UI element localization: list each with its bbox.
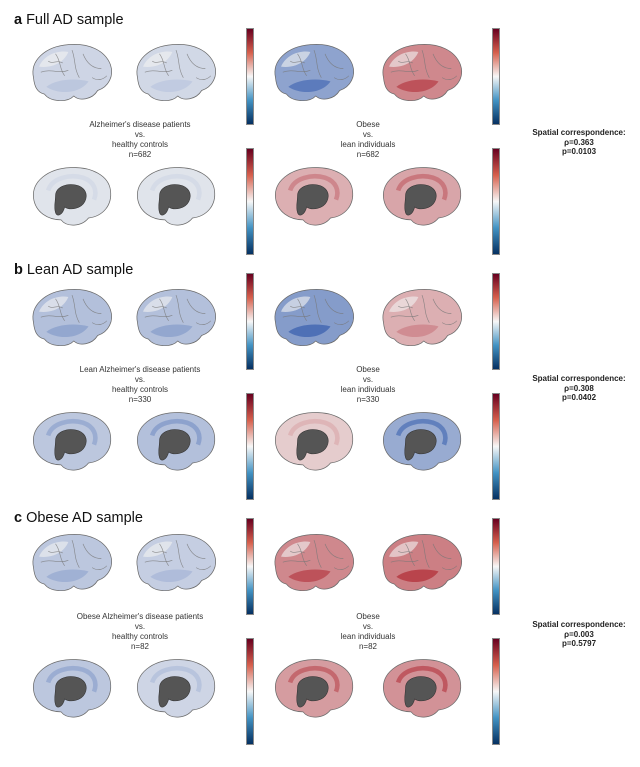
brain-right-lateral-1-a xyxy=(274,44,354,101)
colorbar-right-top-c xyxy=(492,518,500,615)
brain-right-medial-1-c xyxy=(275,659,354,718)
brain-right-medial-2-b xyxy=(383,412,462,471)
brain-left-medial-1-a xyxy=(33,167,112,226)
brain-left-lateral-1-a xyxy=(32,44,112,101)
brain-left-lateral-2-c xyxy=(136,534,216,591)
brain-right-lateral-1-b xyxy=(274,289,354,346)
colorbar-right-bottom-a xyxy=(492,148,500,255)
brain-right-medial-1-a xyxy=(275,167,354,226)
colorbar-right-top-a xyxy=(492,28,500,125)
brain-left-medial-2-b xyxy=(137,412,216,471)
brain-right-medial-2-a xyxy=(383,167,462,226)
brain-left-medial-1-c xyxy=(33,659,112,718)
colorbar-right-bottom-b xyxy=(492,393,500,500)
brain-right-lateral-2-a xyxy=(382,44,462,101)
brain-left-lateral-1-c xyxy=(32,534,112,591)
brain-left-medial-1-b xyxy=(33,412,112,471)
brain-right-lateral-2-b xyxy=(382,289,462,346)
brain-right-lateral-1-c xyxy=(274,534,354,591)
brain-left-medial-2-a xyxy=(137,167,216,226)
colorbar-left-bottom-a xyxy=(246,148,254,255)
brain-right-lateral-2-c xyxy=(382,534,462,591)
colorbar-left-top-b xyxy=(246,273,254,370)
colorbar-left-top-a xyxy=(246,28,254,125)
colorbar-left-bottom-c xyxy=(246,638,254,745)
colorbar-left-top-c xyxy=(246,518,254,615)
colorbar-left-bottom-b xyxy=(246,393,254,500)
colorbar-right-bottom-c xyxy=(492,638,500,745)
brain-left-lateral-2-b xyxy=(136,289,216,346)
brain-right-medial-1-b xyxy=(275,412,354,471)
colorbar-right-top-b xyxy=(492,273,500,370)
brain-left-medial-2-c xyxy=(137,659,216,718)
brain-right-medial-2-c xyxy=(383,659,462,718)
brain-left-lateral-2-a xyxy=(136,44,216,101)
brain-left-lateral-1-b xyxy=(32,289,112,346)
